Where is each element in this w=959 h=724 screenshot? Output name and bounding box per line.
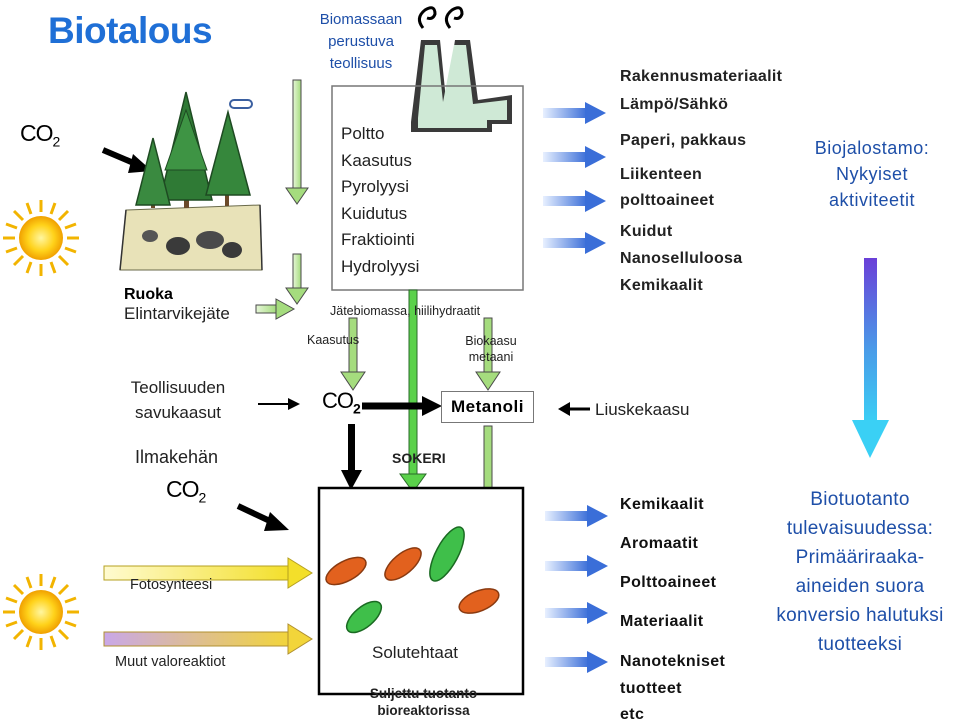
output-top-4: Liikenteen	[620, 166, 703, 183]
output-top-3: Paperi, pakkaus	[620, 132, 747, 149]
tree-icon	[119, 91, 263, 271]
output-top-2: Lämpö/Sähkö	[620, 96, 729, 113]
output-top-7: Nanoselluloosa	[620, 250, 743, 267]
green-arrow-kaasutus	[340, 317, 366, 391]
output-bottom-3: Polttoaineet	[620, 574, 717, 591]
sun-icon-bottom	[3, 574, 79, 650]
metanoli-label: Metanoli	[451, 397, 524, 416]
output-bottom-2: Aromaatit	[620, 535, 699, 552]
waste-biomass-label: Jätebiomassa, hiilihydraatit	[330, 304, 481, 318]
photosynthesis-label: Fotosynteesi	[130, 577, 213, 593]
transition-arrow	[852, 258, 889, 458]
output-bottom-4: Materiaalit	[620, 613, 704, 630]
future-production-label: Biotuotanto tulevaisuudessa: Primääriraa…	[776, 489, 944, 655]
liuskekaasu-label: Liuskekaasu	[595, 400, 690, 419]
metanoli-box: Metanoli	[441, 391, 534, 423]
green-arrow-sokeri	[399, 289, 427, 493]
flue-gas-arrow	[258, 398, 300, 410]
closed-production-label: Suljettu tuotanto bioreaktorissa	[369, 686, 478, 718]
green-arrow-into-box-lower	[285, 253, 309, 305]
process-list: Poltto Kaasutus Pyrolyysi Kuidutus Frakt…	[341, 124, 420, 276]
process-box	[331, 85, 524, 291]
current-activities-label: Biojalostamo: Nykyiset aktiviteetit	[814, 138, 930, 210]
green-arrow-biokaasu	[475, 317, 501, 391]
output-arrows-bottom	[545, 505, 608, 673]
flue-gas-label: Teollisuuden savukaasut	[130, 378, 226, 422]
biokaasu-label: Biokaasu metaani	[465, 334, 517, 364]
page-title: Biotalous	[48, 10, 213, 51]
output-bottom-5: Nanotekniset	[620, 653, 726, 670]
sun-icon-top	[3, 200, 79, 276]
co2-to-metanoli-arrow	[362, 396, 442, 416]
co2-label-low: CO2	[166, 476, 206, 506]
other-light-reactions-arrow	[103, 623, 313, 655]
output-bottom-1: Kemikaalit	[620, 496, 705, 513]
industry-label: Biomassaan perustuva teollisuus	[319, 11, 403, 72]
output-arrows-top	[543, 102, 606, 254]
co2-label-top: CO2	[20, 120, 60, 150]
green-arrow-into-box	[285, 79, 309, 205]
output-top-8: Kemikaalit	[620, 277, 704, 294]
output-top-6: Kuidut	[620, 223, 673, 240]
sokeri-label: SOKERI	[392, 450, 446, 466]
cell-icons	[325, 526, 500, 634]
co2-arrow-bottom	[236, 503, 289, 531]
liuskekaasu-arrow	[558, 402, 590, 416]
photosynthesis-arrow	[103, 557, 313, 589]
other-light-reactions-label: Muut valoreaktiot	[115, 654, 226, 670]
cell-factories-label: Solutehtaat	[372, 643, 459, 662]
output-bottom-6: tuotteet	[620, 680, 682, 697]
co2-down-arrow	[341, 424, 362, 490]
food-waste-arrow	[255, 298, 296, 320]
output-top-1: Rakennusmateriaalit	[620, 68, 783, 85]
ilmakehan-label: Ilmakehän	[135, 447, 219, 467]
output-top-5: polttoaineet	[620, 192, 715, 209]
food-waste-label: Ruoka Elintarvikejäte	[124, 286, 230, 323]
factory-icon	[411, 6, 512, 132]
co2-label-mid: CO2	[322, 388, 361, 417]
output-bottom-7: etc	[620, 706, 645, 723]
kaasutus-label: Kaasutus	[307, 333, 360, 347]
